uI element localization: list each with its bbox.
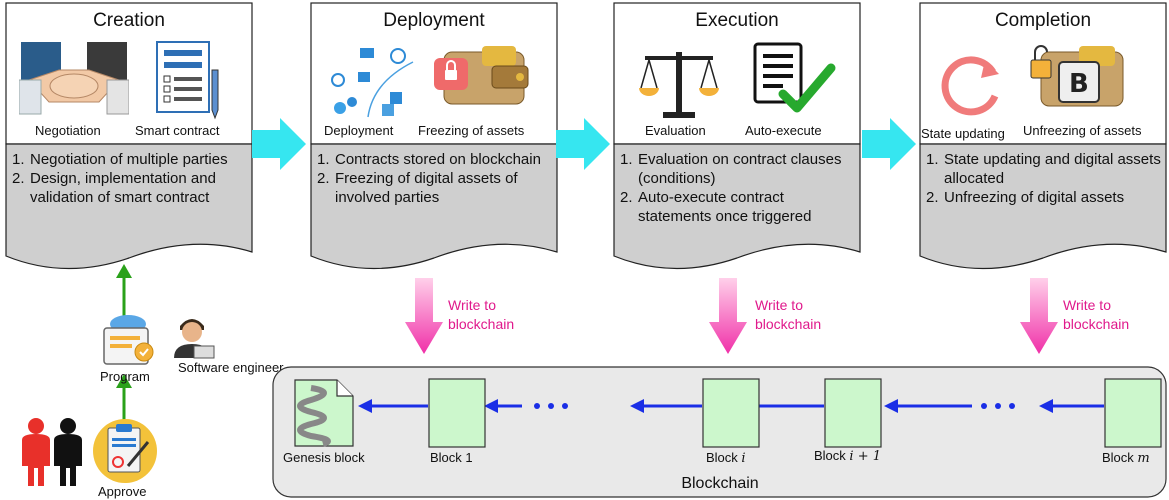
network-deployment-icon [331,48,414,118]
list-item: 2.Unfreezing of digital assets [926,189,1125,206]
block-m-label: Block m [1102,450,1150,466]
stage-arrow [862,118,916,170]
program-icon [103,315,154,365]
chain-arrowhead [484,399,498,413]
refresh-cycle-icon [941,56,999,116]
stage-title: Creation [93,10,165,31]
business-people-icon [22,418,82,486]
chain-arrowhead [884,399,898,413]
step-list: 1.Contracts stored on blockchain 2.Freez… [317,150,555,207]
chain-arrowhead [630,399,644,413]
list-item: 2.Freezing of digital assets of involved… [317,170,518,206]
stage-execution: Execution Evaluation Auto-execute 1.Eval… [613,2,861,270]
chain-arrowhead [1039,399,1053,413]
software-engineer-label: Software engineer [178,360,284,375]
approve-label: Approve [98,484,147,499]
icon-label: State updating [921,126,1005,141]
stage-arrow [556,118,610,170]
list-item: 2.Auto-execute contract statements once … [620,189,812,225]
locked-wallet-icon [434,46,529,105]
block-m [1104,378,1162,448]
stage-title: Deployment [383,10,485,31]
write-arrow [405,278,443,354]
step-list: 1.Negotiation of multiple parties 2.Desi… [12,150,250,207]
list-item: 1.State updating and digital assets allo… [926,151,1161,187]
stage-arrow [252,118,306,170]
genesis-block [294,379,354,447]
list-item: 1.Contracts stored on blockchain [317,151,541,168]
stage-creation: Creation Negotiation Smart contract 1.Ne… [5,2,253,270]
software-engineer-icon [174,319,215,359]
approve-clipboard-icon [93,419,157,483]
blockchain-title: Blockchain [681,475,759,492]
icon-label: Freezing of assets [418,123,525,138]
block-i [702,378,760,448]
icon-label: Smart contract [135,123,220,138]
balance-scale-icon [639,52,719,118]
step-list: 1.Evaluation on contract clauses (condit… [620,150,858,226]
unlocked-wallet-icon: B [1030,45,1124,107]
block-i-label: Block i [706,450,746,466]
icon-label: Unfreezing of assets [1023,123,1142,138]
icon-label: Auto-execute [745,123,822,138]
step-list: 1.State updating and digital assets allo… [926,150,1164,207]
stage-title: Execution [695,10,779,31]
genesis-block-label: Genesis block [283,450,365,465]
handshake-icon [19,42,129,115]
list-item: 2.Design, implementation and validation … [12,170,216,206]
stage-deployment: Deployment Deployment Freezing of assets… [310,2,558,270]
checked-document-icon [753,42,836,113]
icon-label: Negotiation [35,123,101,138]
approve-flow-arrow [116,264,132,422]
block-1-label: Block 1 [430,450,473,465]
list-item: 1.Evaluation on contract clauses (condit… [620,151,842,187]
block-1 [428,378,486,448]
block-i-plus-1-label: Block i + 1 [814,448,882,464]
icon-label: Deployment [324,123,394,138]
panel-frame [919,2,1167,270]
panel-frame [613,2,861,270]
write-arrow [1020,278,1058,354]
chain-arrowhead [358,399,372,413]
icon-label: Evaluation [645,123,706,138]
program-label: Program [100,369,150,384]
block-i-plus-1 [824,378,882,448]
list-item: 1.Negotiation of multiple parties [12,151,228,168]
stage-title: Completion [994,10,1092,31]
svg-text:B: B [1069,69,1089,99]
contract-document-icon [156,41,219,120]
panel-frame [5,2,253,270]
write-arrow [709,278,747,354]
stage-completion: Completion B State updating Unfreezing o… [919,2,1167,270]
